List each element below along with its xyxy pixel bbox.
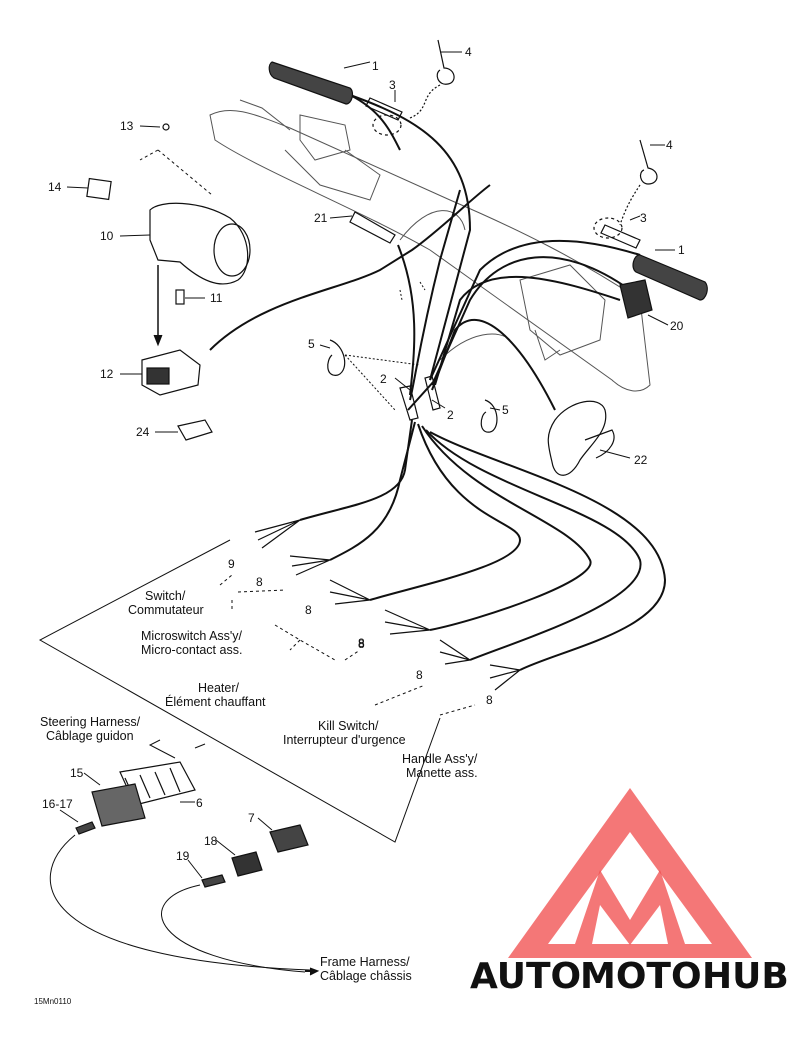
part-number-8-b: 8	[305, 603, 312, 617]
part-number-4-right: 4	[666, 138, 673, 152]
handlebar-drawing	[209, 99, 651, 392]
connector-15	[91, 783, 146, 827]
label-frame-harness-en: Frame Harness/	[320, 955, 410, 969]
clamp-2-a	[399, 385, 419, 421]
part-number-5-left: 5	[308, 337, 315, 351]
label-microswitch: Microswitch Ass'y/ Micro-contact ass.	[141, 629, 246, 657]
heater-switch-12	[141, 349, 201, 396]
part-number-12: 12	[100, 367, 114, 381]
part-number-16-17: 16-17	[42, 797, 73, 811]
part-numbers: 1 1 2 2 3 3 4 4 5 5 6 7 8 8 8 8 8 8 9 10…	[42, 45, 685, 863]
callout-labels: Switch/ Commutateur Microswitch Ass'y/ M…	[34, 589, 481, 1006]
cable-tie-5-left	[327, 339, 346, 376]
part-number-15: 15	[70, 766, 84, 780]
label-steering-harness-fr: Câblage guidon	[46, 729, 134, 743]
part-number-24: 24	[136, 425, 150, 439]
label-microswitch-fr: Micro-contact ass.	[141, 643, 242, 657]
connector-fans	[254, 519, 521, 691]
label-switch: Switch/ Commutateur	[128, 589, 204, 617]
part-number-8-f: 8	[486, 693, 493, 707]
part-number-13: 13	[120, 119, 134, 133]
part-number-22: 22	[634, 453, 648, 467]
part-number-8-e: 8	[416, 668, 423, 682]
label-frame-harness: Frame Harness/ Câblage châssis	[320, 955, 413, 983]
part-number-10: 10	[100, 229, 114, 243]
outline-lines	[38, 51, 675, 976]
part-number-3-right: 3	[640, 211, 647, 225]
screw-13	[162, 123, 170, 131]
part-number-18: 18	[204, 834, 218, 848]
label-handle-fr: Manette ass.	[406, 766, 478, 780]
watermark-logo: AUTO MOTO HUB	[470, 788, 789, 997]
part-number-8-d: 8	[358, 637, 365, 651]
pin-19	[201, 874, 226, 888]
label-heater-en: Heater/	[198, 681, 240, 695]
part-number-2-left: 2	[380, 372, 387, 386]
part-number-1-top: 1	[372, 59, 379, 73]
part-number-1-right: 1	[678, 243, 685, 257]
label-heater-fr: Élément chauffant	[165, 694, 266, 709]
watermark-text-hub: HUB	[702, 956, 789, 997]
cable-tie-4-top	[436, 39, 455, 85]
part-number-5-right: 5	[502, 403, 509, 417]
part-number-20: 20	[670, 319, 684, 333]
drawing-code: 15Mn0110	[34, 997, 72, 1006]
cable-tie-4-right	[639, 139, 658, 185]
kill-switch-20	[619, 279, 653, 319]
label-switch-en: Switch/	[145, 589, 186, 603]
part-number-4-top: 4	[465, 45, 472, 59]
grip-heater-1-right	[632, 254, 708, 301]
cable-tie-5-right	[480, 399, 498, 433]
part-number-3-top: 3	[389, 78, 396, 92]
throttle-handle-22	[547, 400, 607, 476]
screw-11	[175, 289, 185, 305]
label-plate-14	[86, 177, 112, 201]
switch-housing-10	[149, 202, 249, 285]
part-number-21: 21	[314, 211, 328, 225]
pad-24	[177, 419, 213, 441]
parts-outlines	[75, 39, 708, 888]
part-number-6: 6	[196, 796, 203, 810]
part-number-9: 9	[228, 557, 235, 571]
label-switch-fr: Commutateur	[128, 603, 204, 617]
sleeve-3-right	[600, 224, 641, 249]
part-number-8-c: 8	[358, 636, 365, 650]
connector-18	[231, 851, 263, 877]
connector-7	[269, 824, 309, 853]
label-steering-harness-en: Steering Harness/	[40, 715, 141, 729]
part-number-19: 19	[176, 849, 190, 863]
grip-heater-1-top	[268, 61, 354, 105]
wire-bundle	[209, 94, 667, 671]
label-frame-harness-fr: Câblage châssis	[320, 969, 412, 983]
label-kill-switch-en: Kill Switch/	[318, 719, 379, 733]
watermark-m-shape	[575, 870, 685, 945]
label-heater: Heater/ Élément chauffant	[165, 681, 266, 709]
sleeve-3-top	[365, 97, 403, 121]
part-number-2-right: 2	[447, 408, 454, 422]
label-kill-switch: Kill Switch/ Interrupteur d'urgence	[283, 719, 406, 747]
part-number-14: 14	[48, 180, 62, 194]
watermark-text-moto: MOTO	[580, 956, 702, 997]
label-handle-en: Handle Ass'y/	[402, 752, 478, 766]
label-microswitch-en: Microswitch Ass'y/	[141, 629, 243, 643]
label-handle: Handle Ass'y/ Manette ass.	[402, 752, 481, 780]
part-number-7: 7	[248, 811, 255, 825]
part-number-11: 11	[210, 291, 223, 305]
connector-cap-21	[349, 211, 396, 244]
clamp-2-b	[424, 375, 441, 411]
watermark-text-auto: AUTO	[470, 956, 581, 997]
part-number-8-a: 8	[256, 575, 263, 589]
pin-16-17	[75, 821, 96, 835]
label-kill-switch-fr: Interrupteur d'urgence	[283, 733, 406, 747]
label-steering-harness: Steering Harness/ Câblage guidon	[40, 715, 144, 743]
